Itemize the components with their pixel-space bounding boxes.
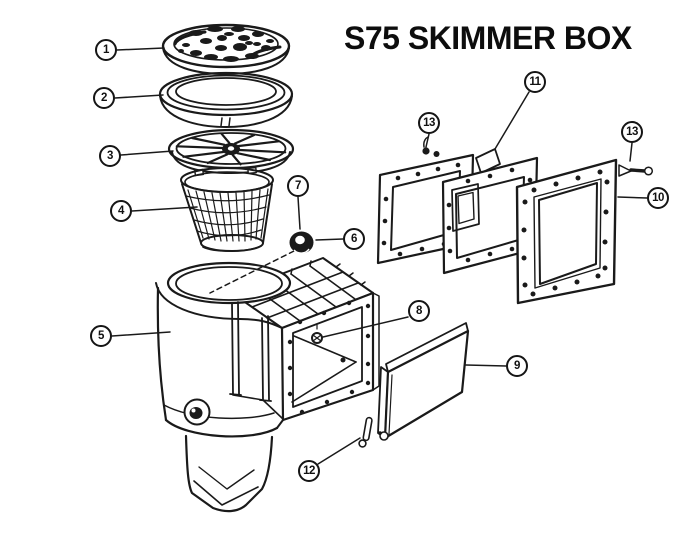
callout-2: 2: [93, 87, 115, 109]
part-8-screw: [311, 324, 323, 344]
leader-lines: [111, 47, 648, 465]
diagram-title: S75 SKIMMER BOX: [344, 20, 632, 56]
callout-3: 3: [99, 145, 121, 167]
part-2-collar-ring-drawing: [158, 71, 294, 128]
callout-6: 6: [343, 228, 365, 250]
part-11-gasket-plate-drawing: [475, 148, 501, 174]
part-13-screws-left-drawing: [422, 136, 440, 157]
basket-mesh: [185, 188, 270, 242]
callout-5: 5: [90, 325, 112, 347]
part-12-hinge-pin-drawing: [358, 416, 373, 448]
callout-7: 7: [287, 175, 309, 197]
callout-1: 1: [95, 39, 117, 61]
part-3-vacuum-plate-drawing: [167, 128, 295, 174]
lid-texture: [178, 26, 274, 62]
part-5-skimmer-body-drawing: [155, 257, 380, 513]
callout-9: 9: [506, 355, 528, 377]
callout-4: 4: [110, 200, 132, 222]
part-13-screw-right-drawing: [618, 164, 654, 177]
callout-13-right: 13: [621, 121, 643, 143]
callout-13-left: 13: [418, 112, 440, 134]
callout-8: 8: [408, 300, 430, 322]
throat-grid: [231, 257, 374, 329]
part-9-weir-flap-drawing: [377, 322, 470, 441]
callout-10: 10: [647, 187, 669, 209]
throat-faceplate: [280, 291, 380, 422]
part-1-lid-drawing: [161, 23, 291, 75]
gasket-b-drawing: [441, 156, 539, 275]
wheel-spokes: [175, 132, 287, 166]
callout-11: 11: [524, 71, 546, 93]
part-6-7-grommet-drawing: [209, 231, 314, 294]
throat-supports: [229, 301, 272, 402]
part-10-faceplate-drawing: [515, 158, 618, 305]
part-4-basket-drawing: [180, 166, 274, 252]
callout-12: 12: [298, 460, 320, 482]
